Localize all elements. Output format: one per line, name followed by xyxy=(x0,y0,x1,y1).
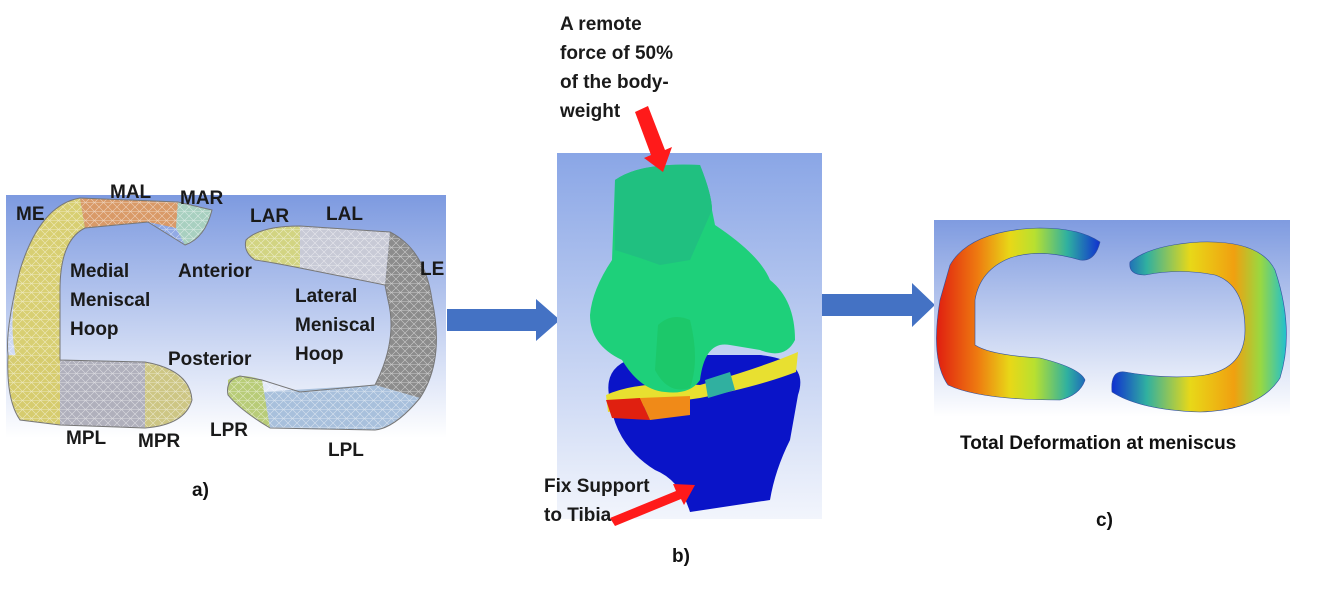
label-lal: LAL xyxy=(326,204,363,225)
label-lateral-hoop: Lateral Meniscal Hoop xyxy=(295,286,376,365)
label-posterior: Posterior xyxy=(168,349,252,370)
force-arrow xyxy=(635,106,672,172)
label-mpl: MPL xyxy=(66,428,107,449)
deformation-title: Total Deformation at meniscus xyxy=(960,433,1237,454)
label-lpr: LPR xyxy=(210,420,248,441)
medial-meniscus xyxy=(7,197,213,429)
force-label: A remote force of 50% of the body- weigh… xyxy=(560,14,673,122)
label-le: LE xyxy=(420,259,445,280)
caption-b: b) xyxy=(672,546,690,567)
label-mar: MAR xyxy=(180,188,224,209)
label-lar: LAR xyxy=(250,206,290,227)
lateral-meniscus xyxy=(227,225,437,431)
label-me: ME xyxy=(16,204,45,225)
flow-arrow-a-to-b xyxy=(447,299,560,341)
deformed-lateral xyxy=(1111,241,1287,413)
label-medial-hoop: Medial Meniscal Hoop xyxy=(70,261,151,340)
deformed-medial xyxy=(936,227,1101,401)
label-lpl: LPL xyxy=(328,440,364,461)
label-mal: MAL xyxy=(110,182,152,203)
knee-model xyxy=(590,106,801,526)
flow-arrow-b-to-c xyxy=(822,283,935,327)
caption-a: a) xyxy=(192,480,209,501)
caption-c: c) xyxy=(1096,510,1113,531)
label-mpr: MPR xyxy=(138,431,181,452)
support-label: Fix Support to Tibia xyxy=(544,476,650,526)
meniscus-band xyxy=(606,352,798,412)
deformation-meniscus xyxy=(936,227,1287,413)
support-arrow xyxy=(610,484,695,526)
label-anterior: Anterior xyxy=(178,261,252,282)
